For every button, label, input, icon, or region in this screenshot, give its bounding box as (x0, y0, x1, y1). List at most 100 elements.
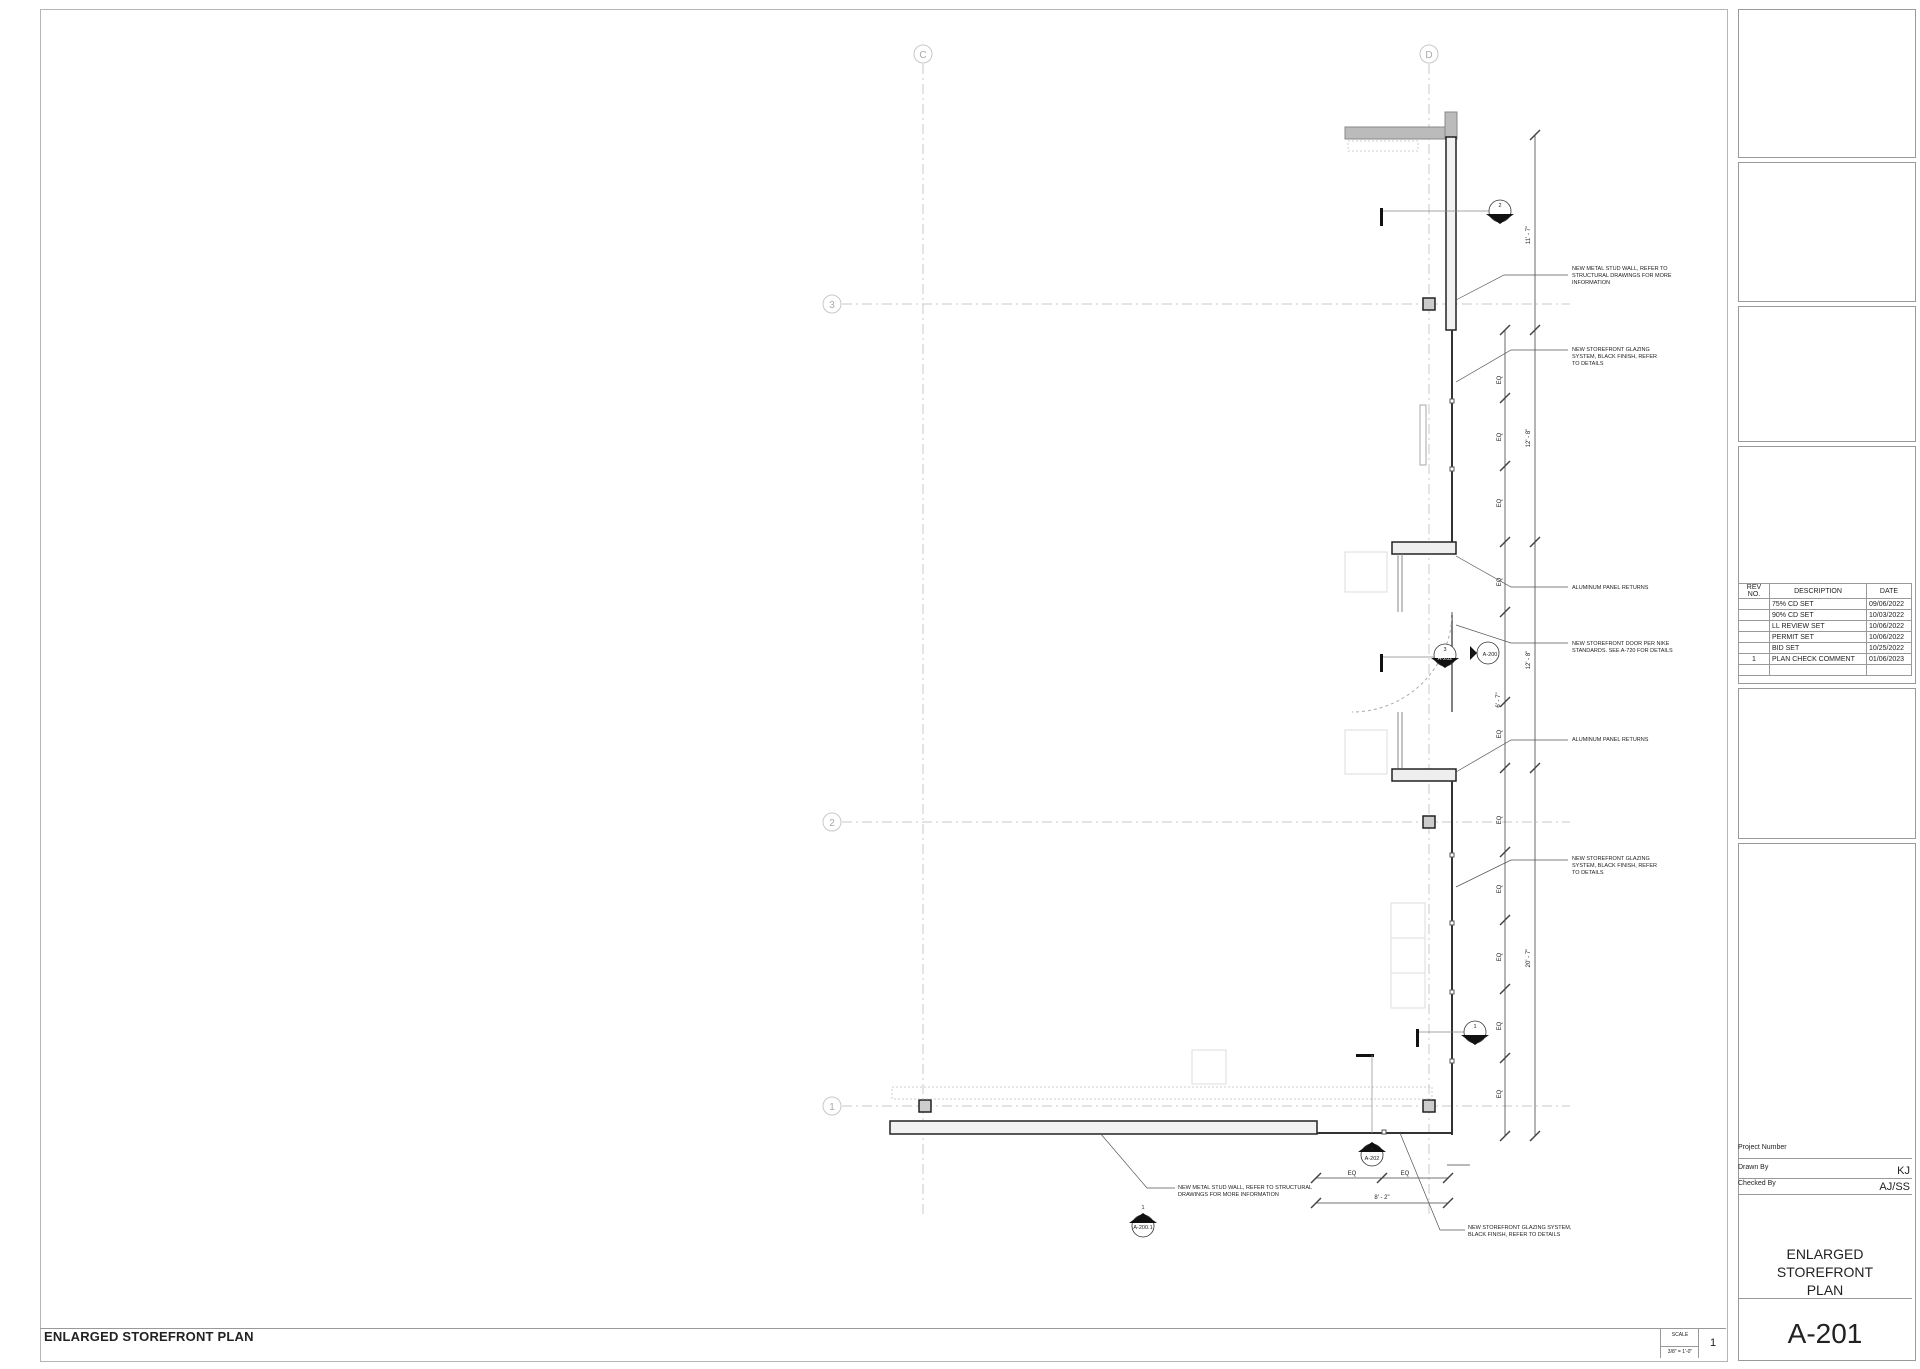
svg-text:3: 3 (1443, 647, 1446, 653)
stud-wall-bottom (889, 1120, 1318, 1135)
door-swing (1351, 611, 1453, 713)
svg-text:A-202: A-202 (1468, 1030, 1483, 1036)
svg-text:TO DETAILS: TO DETAILS (1572, 361, 1604, 367)
top-hatch (1347, 140, 1419, 152)
svg-text:TO DETAILS: TO DETAILS (1572, 870, 1604, 876)
sheet-title-line-2: PLAN (1806, 1282, 1844, 1298)
dim-eq: EQ (1348, 1171, 1357, 1177)
note-glazing-top: NEW STOREFRONT GLAZING (1572, 347, 1650, 353)
title-block-panel (1738, 162, 1916, 302)
dim-eq: EQ (1497, 729, 1503, 738)
stud-wall-top (1445, 136, 1457, 331)
title-block-panel (1738, 306, 1916, 442)
svg-text:BLACK FINISH, REFER TO DETAILS: BLACK FINISH, REFER TO DETAILS (1468, 1232, 1561, 1238)
grid-label-c: C (919, 50, 926, 61)
drawn-by-row: Drawn By KJ (1738, 1164, 1912, 1179)
svg-text:INFORMATION: INFORMATION (1572, 280, 1610, 286)
drawn-by-label: Drawn By (1738, 1164, 1769, 1171)
svg-text:4: 4 (1370, 1147, 1373, 1153)
dim-door: 6' - 7" (1496, 692, 1502, 707)
interior-fixture (1419, 404, 1427, 466)
grid-label-3: 3 (829, 300, 835, 311)
note-glazing-mid: NEW STOREFRONT GLAZING (1572, 856, 1650, 862)
scale-box: SCALE 3/8" = 1'-0" (1660, 1329, 1699, 1358)
grid-bubble-1 (822, 1096, 842, 1116)
svg-text:STRUCTURAL DRAWINGS FOR MORE: STRUCTURAL DRAWINGS FOR MORE (1572, 273, 1672, 279)
drawing-title: ENLARGED STOREFRONT PLAN (44, 1329, 254, 1344)
fixture-racks (1390, 902, 1426, 1009)
dim-eq: EQ (1497, 815, 1503, 824)
top-wall-return (1444, 111, 1458, 140)
svg-text:DRAWINGS FOR MORE INFORMATION: DRAWINGS FOR MORE INFORMATION (1178, 1192, 1279, 1198)
note-panel-returns-1: ALUMINUM PANEL RETURNS (1572, 585, 1649, 591)
dim-eq: EQ (1497, 432, 1503, 441)
svg-text:1: 1 (1473, 1024, 1476, 1030)
svg-text:1: 1 (1470, 651, 1473, 657)
svg-text:SYSTEM, BLACK FINISH, REFER: SYSTEM, BLACK FINISH, REFER (1572, 863, 1657, 869)
svg-text:A-202: A-202 (1438, 656, 1453, 662)
rev-header: REV NO. (1738, 583, 1770, 599)
grid-bubble-c (913, 44, 933, 64)
project-number-row: Project Number (1738, 1144, 1912, 1159)
checked-by-row: Checked By AJ/SS (1738, 1180, 1912, 1195)
dim-eq: EQ (1497, 375, 1503, 384)
project-number-label: Project Number (1738, 1144, 1787, 1151)
dim-eq: EQ (1497, 884, 1503, 893)
title-block-panel (1738, 843, 1916, 1361)
dim-eq: EQ (1497, 577, 1503, 586)
drawing-area (40, 9, 1728, 1362)
svg-text:A-202: A-202 (1493, 210, 1508, 216)
dim-overall-4: 20' - 7" (1526, 949, 1532, 968)
title-block (1732, 9, 1918, 1361)
dim-eq: EQ (1497, 1089, 1503, 1098)
svg-text:STANDARDS. SEE A-720 FOR DETAI: STANDARDS. SEE A-720 FOR DETAILS (1572, 648, 1673, 654)
grid-bubble-3 (822, 294, 842, 314)
title-block-panel (1738, 9, 1916, 158)
description-header: DESCRIPTION (1769, 583, 1867, 599)
checked-by-label: Checked By (1738, 1180, 1776, 1187)
svg-text:1: 1 (1141, 1205, 1144, 1211)
title-strip-divider (40, 1328, 1726, 1329)
sheet-title-line-1: ENLARGED STOREFRONT (1776, 1246, 1874, 1280)
grid-label-2: 2 (829, 818, 835, 829)
column-d1 (1422, 1099, 1436, 1113)
svg-text:A-200.1: A-200.1 (1133, 1225, 1152, 1231)
dim-eq: EQ (1497, 952, 1503, 961)
grid-label-d: D (1425, 50, 1432, 61)
svg-text:A-200: A-200 (1483, 652, 1498, 658)
revision-header-row: REV NO. DESCRIPTION DATE (1738, 583, 1912, 599)
bottom-hatch (891, 1086, 1433, 1100)
note-panel-returns-2: ALUMINUM PANEL RETURNS (1572, 737, 1649, 743)
note-stud-wall-top: NEW METAL STUD WALL, REFER TO (1572, 266, 1668, 272)
svg-text:2: 2 (1498, 203, 1501, 209)
dim-eq: EQ (1401, 1171, 1410, 1177)
column-d3 (1422, 297, 1436, 311)
grid-bubble-d (1419, 44, 1439, 64)
title-block-panel (1738, 446, 1916, 684)
note-glazing-bottom: NEW STOREFRONT GLAZING SYSTEM, (1468, 1225, 1572, 1231)
revision-delta-icon: 1 (1738, 653, 1770, 665)
drawn-by-value: KJ (1897, 1165, 1910, 1177)
scale-value: 3/8" = 1'-0" (1661, 1346, 1699, 1355)
title-block-panel (1738, 688, 1916, 839)
dim-bottom: 8' - 2" (1374, 1195, 1389, 1201)
sheet-title: ENLARGED STOREFRONT PLAN (1738, 1245, 1912, 1299)
note-stud-wall-bottom: NEW METAL STUD WALL, REFER TO STRUCTURAL (1178, 1185, 1312, 1191)
sheet-number: A-201 (1787, 1318, 1863, 1349)
sheet-number-divider (1738, 1298, 1912, 1299)
dim-eq: EQ (1497, 498, 1503, 507)
dim-overall-1: 11' - 7" (1526, 226, 1532, 244)
column-c1 (918, 1099, 932, 1113)
checked-by-value: AJ/SS (1879, 1181, 1910, 1193)
dim-overall-3: 12' - 8" (1526, 651, 1532, 670)
column-d2 (1422, 815, 1436, 829)
dim-overall-2: 12' - 8" (1526, 429, 1532, 448)
